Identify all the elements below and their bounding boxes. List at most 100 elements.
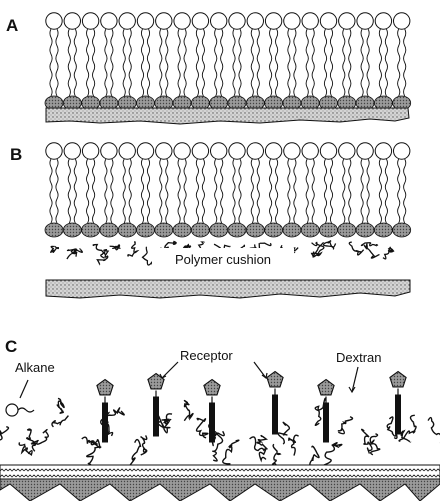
headgroup <box>375 143 391 159</box>
alkyl-chain <box>74 29 76 96</box>
headgroup <box>174 13 190 29</box>
alkyl-chain <box>221 159 223 223</box>
dextran-strand <box>278 422 289 444</box>
receptor-stem <box>153 397 159 437</box>
alkyl-chain <box>50 29 52 96</box>
panel-a-alkyl-chains <box>50 29 406 96</box>
alkyl-chain <box>87 159 89 223</box>
alkyl-chain <box>166 159 168 223</box>
lower-headgroup <box>82 223 100 237</box>
panel-b-letter: B <box>10 145 22 164</box>
alkyl-chain <box>202 159 204 223</box>
alkyl-chain <box>385 29 387 96</box>
panel-b-lower-headgroups <box>45 223 411 237</box>
polymer-strand <box>323 241 335 250</box>
alkyl-chain <box>306 159 308 223</box>
alkyl-chain <box>385 159 387 223</box>
headgroup <box>64 143 80 159</box>
alkane-arrow <box>20 380 28 398</box>
lower-headgroup <box>210 223 228 237</box>
headgroup <box>137 143 153 159</box>
alkyl-chain <box>184 159 186 223</box>
alkyl-chain <box>93 159 95 223</box>
panel-c-substrate <box>0 479 440 501</box>
headgroup <box>265 13 281 29</box>
alkyl-chain <box>330 29 332 96</box>
lower-headgroup <box>155 223 173 237</box>
receptor-stem <box>209 403 215 443</box>
alkyl-chain <box>221 29 223 96</box>
alkyl-chain <box>349 29 351 96</box>
headgroup <box>156 143 172 159</box>
alkyl-chain <box>251 29 253 96</box>
dextran-strand <box>87 441 101 466</box>
alkyl-chain <box>215 29 217 96</box>
headgroup <box>137 13 153 29</box>
polymer-strand <box>383 247 394 259</box>
receptor-head <box>390 372 406 387</box>
headgroup <box>82 143 98 159</box>
alkyl-chain <box>105 29 107 96</box>
alkyl-chain <box>276 159 278 223</box>
lower-headgroup <box>374 223 392 237</box>
polymer-strand <box>128 242 137 257</box>
lower-headgroup <box>100 223 118 237</box>
headgroup <box>174 143 190 159</box>
headgroup <box>375 13 391 29</box>
panel-c-letter: C <box>5 337 17 356</box>
alkyl-chain <box>196 29 198 96</box>
headgroup <box>247 13 263 29</box>
alkyl-chain <box>294 159 296 223</box>
alkyl-chain <box>398 159 400 223</box>
receptor-stem <box>102 403 108 443</box>
alkyl-chain <box>257 29 259 96</box>
alkyl-chain <box>160 159 162 223</box>
lower-headgroup <box>265 223 283 237</box>
headgroup <box>46 143 62 159</box>
headgroup <box>265 143 281 159</box>
alkyl-chain <box>288 29 290 96</box>
headgroup <box>357 143 373 159</box>
alkyl-chain <box>147 29 149 96</box>
polymer-cushion-label: Polymer cushion <box>175 252 271 267</box>
lower-headgroup <box>137 223 155 237</box>
dextran-strand <box>57 398 64 413</box>
receptor-stem <box>272 395 278 435</box>
dextran-strand <box>257 436 267 450</box>
lower-headgroup <box>393 223 411 237</box>
lower-headgroup <box>173 223 191 237</box>
dextran-strand <box>289 435 299 455</box>
polymer-strand <box>93 245 105 259</box>
alkyl-chain <box>233 29 235 96</box>
alkyl-chain <box>111 159 113 223</box>
alkyl-chain <box>160 29 162 96</box>
alkyl-chain <box>349 159 351 223</box>
headgroup <box>101 143 117 159</box>
alkyl-chain <box>367 159 369 223</box>
alkyl-chain <box>379 29 381 96</box>
alkyl-chain <box>202 29 204 96</box>
alkyl-chain <box>312 159 314 223</box>
alkyl-chain <box>178 159 180 223</box>
receptor-head <box>318 380 334 395</box>
lower-headgroup <box>320 223 338 237</box>
panel-b-substrate <box>46 280 410 298</box>
alkyl-chain <box>398 29 400 96</box>
receptor-head <box>148 374 164 389</box>
dextran-arrow <box>352 367 358 392</box>
dextran-strand <box>223 440 239 464</box>
lower-headgroup <box>191 223 209 237</box>
headgroup <box>192 143 208 159</box>
dextran-strand <box>52 416 68 427</box>
headgroup <box>320 143 336 159</box>
lower-headgroup <box>63 223 81 237</box>
alkyl-chain <box>184 29 186 96</box>
alkyl-chain <box>251 159 253 223</box>
polymer-strand <box>364 244 380 258</box>
lower-headgroup <box>118 223 136 237</box>
panel-a-headgroups <box>46 13 410 29</box>
receptor-stem <box>395 395 401 435</box>
headgroup <box>247 143 263 159</box>
receptor-head <box>204 380 220 395</box>
